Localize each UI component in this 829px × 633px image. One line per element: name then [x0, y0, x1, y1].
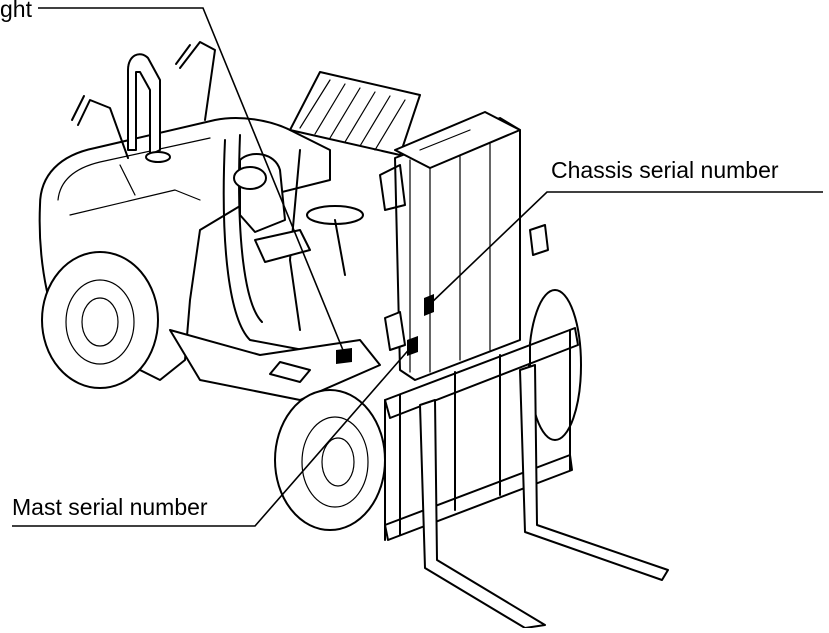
chassis-serial-leader-line [427, 191, 823, 307]
weight-leader-line [38, 7, 346, 356]
front-wheel [274, 289, 582, 531]
mast-serial-leader-line [12, 345, 413, 527]
operator-seat [233, 153, 364, 276]
forks [419, 364, 669, 629]
exhaust-stack [127, 53, 171, 163]
weight-label: ght [0, 0, 32, 22]
overhead-guard [222, 71, 421, 356]
mast-assembly [379, 111, 549, 381]
leader-lines [12, 7, 823, 527]
mast-serial-number-label: Mast serial number [12, 494, 208, 520]
lift-hooks [71, 41, 216, 159]
chassis-serial-number-label: Chassis serial number [551, 157, 779, 183]
chassis-floor [169, 329, 381, 401]
rear-wheel [41, 251, 159, 389]
